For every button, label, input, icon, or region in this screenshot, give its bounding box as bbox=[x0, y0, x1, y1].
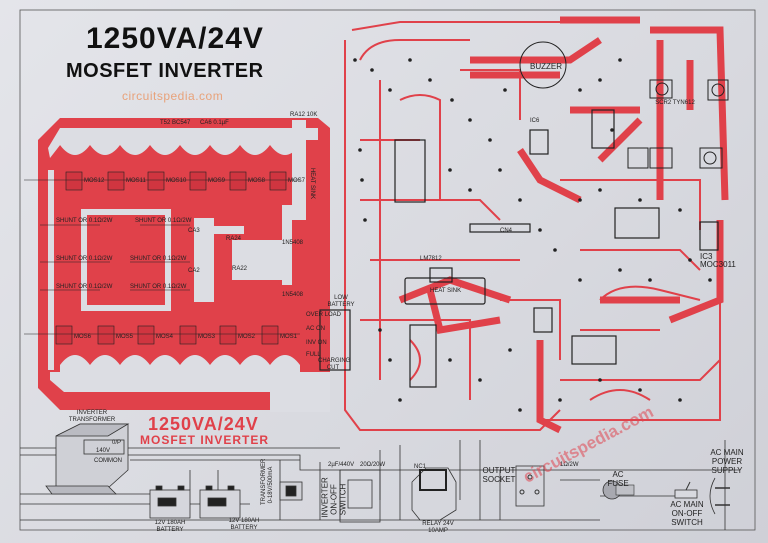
power-traces bbox=[398, 16, 729, 434]
mosfet-label-bottom: MOS1 bbox=[280, 334, 298, 340]
indicator-label: AC ON bbox=[306, 326, 326, 332]
transformer-tap-label: COMMON bbox=[94, 458, 122, 464]
battery-label: 12V 180AH BATTERY bbox=[228, 518, 260, 531]
pcb-title-line2: MOSFET INVERTER bbox=[140, 433, 270, 447]
ic3-label: IC3 bbox=[700, 252, 713, 261]
battery-label: 12V 180AH BATTERY bbox=[154, 520, 186, 533]
capacitor-label: 2µF/440V bbox=[328, 462, 355, 468]
diode-da7-label: 1N5408 bbox=[282, 240, 304, 246]
relay-label: RELAY 24V 10AMP bbox=[422, 521, 454, 534]
mosfet-label-top: MOS11 bbox=[126, 178, 146, 184]
scr-label: SCR2 TYN612 bbox=[655, 100, 695, 106]
heatsink-7812-label: HEAT SINK bbox=[430, 288, 462, 294]
low-battery-label: LOW BATTERY bbox=[327, 295, 355, 308]
heat-sink-label: HEAT SINK bbox=[309, 167, 316, 200]
shunt-label: SHUNT OR 0.1Ω/2W bbox=[56, 256, 113, 262]
moc3011-label: MOC3011 bbox=[700, 260, 736, 269]
resistor-label: 20Ω/20W bbox=[360, 462, 386, 468]
mosfet-label-top: MOS10 bbox=[166, 178, 187, 184]
res-ra22-label: RA22 bbox=[232, 266, 248, 272]
ac-supply-label: AC MAIN POWER SUPPLY bbox=[710, 448, 744, 475]
inverter-switch-label: INVERTER ON-OFF SWITCH bbox=[320, 477, 348, 518]
website-label: circuitspedia.com bbox=[122, 89, 224, 103]
shunt-label: SHUNT OR 0.1Ω/2W bbox=[130, 284, 187, 290]
indicator-label: OVER LOAD bbox=[306, 312, 342, 318]
mosfet-label-bottom: MOS2 bbox=[238, 334, 256, 340]
shunt-label: SHUNT OR 0.1Ω/2W bbox=[135, 218, 192, 224]
ic-cd4047-outline bbox=[394, 139, 426, 203]
inverter-transformer-drawing bbox=[45, 423, 130, 495]
bottom-wiring bbox=[20, 440, 740, 530]
diode-da8-label: 1N5408 bbox=[282, 292, 304, 298]
mosfet-label-bottom: MOS3 bbox=[198, 334, 216, 340]
mosfet-label-bottom: MOS4 bbox=[156, 334, 174, 340]
mosfet-label-bottom: MOS5 bbox=[116, 334, 134, 340]
ic-lower-outline bbox=[409, 324, 437, 388]
ic6-label: IC6 bbox=[530, 118, 540, 124]
diagram-title-line2: MOSFET INVERTER bbox=[66, 60, 264, 82]
small-resistor-label: 1Ω/2W bbox=[560, 462, 579, 468]
battery-drawings bbox=[149, 485, 241, 519]
mosfet-label-top: MOS8 bbox=[248, 178, 266, 184]
top-component-label: CA6 0.1µF bbox=[200, 120, 229, 126]
mosfet-label-top: MOS9 bbox=[208, 178, 226, 184]
ic-lm7812-label: LM7812 bbox=[420, 256, 442, 262]
mosfet-label-top: MOS12 bbox=[84, 178, 105, 184]
ac-switch-label: AC MAIN ON-OFF SWITCH bbox=[670, 500, 704, 527]
top-component-label: RA12 10K bbox=[290, 112, 318, 118]
indicator-label: FULL bbox=[306, 352, 321, 358]
shunt-label: SHUNT OR 0.1Ω/2W bbox=[56, 218, 113, 224]
output-socket-label: OUTPUT SOCKET bbox=[482, 466, 516, 484]
indicator-label: INV ON bbox=[306, 340, 327, 346]
transformer-tap-label: 0/P bbox=[112, 440, 122, 446]
buzzer-label: BUZZER bbox=[530, 62, 562, 71]
relay-pin-nc1: NC1 bbox=[414, 464, 427, 470]
transformer-label: INVERTER TRANSFORMER bbox=[68, 410, 116, 423]
top-component-label: T52 BC547 bbox=[160, 120, 191, 126]
cap-ca3-label: CA3 bbox=[188, 228, 200, 234]
mosfet-label-bottom: MOS6 bbox=[74, 334, 92, 340]
shunt-label: SHUNT OR 0.1Ω/2W bbox=[130, 256, 187, 262]
shunt-label: SHUNT OR 0.1Ω/2W bbox=[56, 284, 113, 290]
charging-cut-label: CHARGING CUT bbox=[318, 358, 351, 371]
pcb-title-line1: 1250VA/24V bbox=[148, 414, 259, 434]
cap-ca2-label: CA2 bbox=[188, 268, 200, 274]
small-transformer-label: TRANSFORMER 0-18V/500mA bbox=[261, 458, 274, 505]
mosfet-label-top: MOS7 bbox=[288, 178, 306, 184]
transformer-tap-label: 140V bbox=[96, 448, 111, 454]
cn4-label: CN4 bbox=[500, 228, 513, 234]
ac-fuse-label: AC FUSE bbox=[607, 470, 629, 488]
res-ra24-label: RA24 bbox=[226, 236, 242, 242]
diagram-title-line1: 1250VA/24V bbox=[86, 22, 264, 55]
